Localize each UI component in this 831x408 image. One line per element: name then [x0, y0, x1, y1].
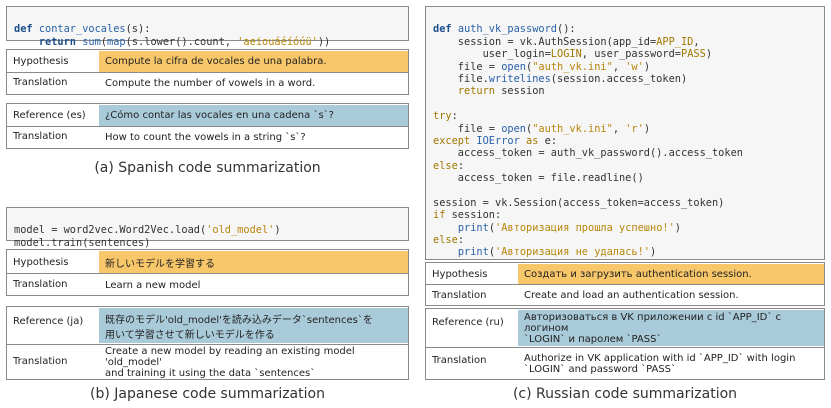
translation-line: Authorize in VK application with id `APP… [524, 353, 796, 364]
hypothesis-text: Создать и загрузить authentication sessi… [518, 264, 824, 284]
translation-label: Translation [13, 279, 68, 290]
hypothesis-label: Hypothesis [13, 257, 69, 268]
spanish-reference-table: Reference (es) ¿Cómo contar las vocales … [6, 103, 409, 149]
russian-code-block: def auth_vk_password(): session = vk.Aut… [425, 6, 825, 260]
code-line: access_token = file.readline() [433, 172, 644, 185]
spanish-code-block: def contar_vocales(s): return sum(map(s.… [6, 6, 409, 48]
translation-line: `LOGIN` and password `PASS` [524, 364, 677, 375]
japanese-code-block: model = word2vec.Word2Vec.load('old_mode… [6, 207, 409, 249]
code-line [433, 184, 817, 196]
reference-label: Reference (es) [13, 110, 86, 121]
code-line: try: [433, 110, 458, 123]
russian-reference-table: Reference (ru) Авторизоваться в VK прило… [425, 308, 825, 380]
code-line: file = open("auth_vk.ini", 'r') [433, 122, 651, 135]
code-line: except IOError as e: [433, 134, 558, 147]
reference-label: Reference (ja) [13, 316, 84, 327]
code-line: def contar_vocales(s): [14, 23, 151, 36]
reference-line: `LOGIN` и паролем `PASS` [524, 333, 662, 345]
reference-text: Авторизоваться в VK приложении с id `APP… [518, 310, 824, 346]
code-line: file.writelines(session.access_token) [433, 72, 688, 85]
translation-label: Translation [13, 356, 68, 367]
translation-line: Create a new model by reading an existin… [105, 345, 355, 368]
code-line: session = vk.AuthSession(app_id=APP_ID, [433, 35, 700, 48]
code-line: def auth_vk_password(): [433, 23, 576, 36]
japanese-reference-table: Reference (ja) 既存のモデル'old_model'を読み込みデータ… [6, 306, 409, 380]
reference-text: ¿Cómo contar las vocales en una cadena `… [99, 105, 408, 126]
code-line: access_token = auth_vk_password().access… [433, 147, 743, 160]
translation-label: Translation [432, 290, 487, 301]
code-line: model.train(sentences) [14, 236, 151, 249]
code-line: file = open("auth_vk.ini", 'w') [433, 60, 651, 73]
hypothesis-text: 新しいモデルを学習する [99, 251, 408, 273]
russian-hypothesis-table: Hypothesis Создать и загрузить authentic… [425, 262, 825, 306]
russian-caption: (c) Russian code summarization [512, 386, 738, 402]
reference-translation: How to count the vowels in a string `s`? [105, 132, 306, 143]
hypothesis-translation: Create and load an authentication sessio… [524, 290, 739, 301]
translation-label: Translation [432, 355, 487, 366]
hypothesis-text: Compute la cifra de vocales de una palab… [99, 51, 408, 72]
code-line: else: [433, 234, 465, 247]
hypothesis-label: Hypothesis [432, 269, 488, 280]
reference-line: 用いて学習させて新しいモデルを作る [105, 329, 275, 341]
code-line: print('Авторизация прошла успешно!') [457, 221, 681, 234]
spanish-hypothesis-table: Hypothesis Compute la cifra de vocales d… [6, 49, 409, 95]
code-line: user_login=LOGIN, user_password=PASS) [433, 48, 713, 61]
hypothesis-translation: Learn a new model [105, 279, 201, 291]
translation-label: Translation [13, 77, 68, 88]
code-line: else: [433, 159, 465, 172]
reference-translation: Create a new model by reading an existin… [99, 345, 408, 379]
reference-translation: Authorize in VK application with id `APP… [518, 348, 824, 380]
code-line [433, 98, 817, 110]
code-line: if session: [433, 209, 502, 222]
reference-line: Авторизоваться в VK приложении с id `APP… [524, 311, 782, 334]
reference-text: 既存のモデル'old_model'を読み込みデータ`sentences`を 用い… [99, 308, 408, 343]
translation-line: and training it using the data `sentence… [105, 367, 316, 379]
code-line: return sum(map(s.lower().count, 'aeiouáé… [38, 35, 331, 48]
code-line: return session [457, 85, 545, 98]
translation-label: Translation [13, 131, 68, 142]
reference-line: 既存のモデル'old_model'を読み込みデータ`sentences`を [105, 314, 373, 326]
spanish-caption: (a) Spanish code summarization [94, 160, 321, 176]
code-line: print('Авторизация не удалась!') [457, 246, 657, 259]
hypothesis-translation: Compute the number of vowels in a word. [105, 78, 316, 89]
japanese-hypothesis-table: Hypothesis 新しいモデルを学習する Translation Learn… [6, 249, 409, 296]
reference-label: Reference (ru) [432, 317, 504, 328]
code-line: model = word2vec.Word2Vec.load('old_mode… [14, 224, 281, 237]
code-line: session = vk.Session(access_token=access… [433, 196, 725, 209]
hypothesis-label: Hypothesis [13, 56, 69, 67]
japanese-caption: (b) Japanese code summarization [90, 386, 325, 402]
